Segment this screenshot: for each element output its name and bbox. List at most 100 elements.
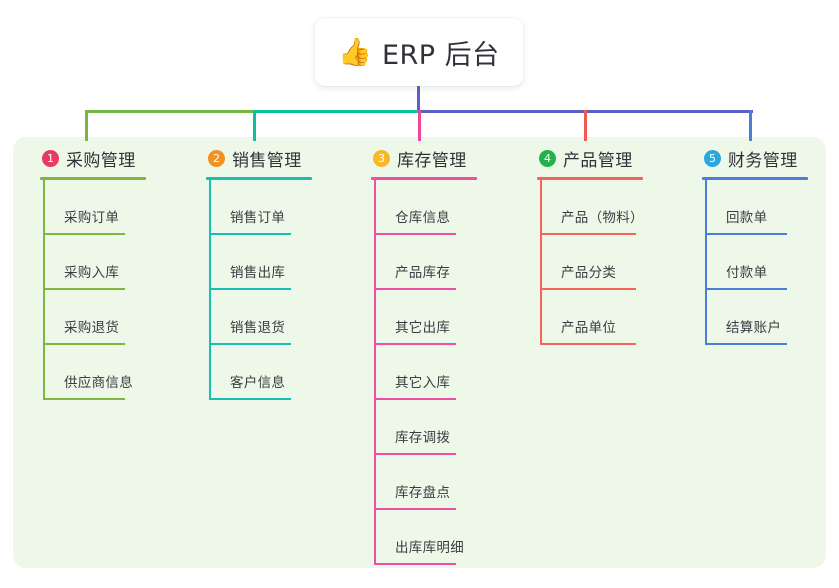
branch-rail [705, 180, 707, 345]
branch-title: 销售管理 [232, 150, 302, 171]
branch-item-underline [705, 288, 787, 290]
branch-item-underline [705, 343, 787, 345]
branch-item-label: 销售退货 [230, 320, 286, 336]
branch-item[interactable]: 采购入库 [40, 235, 146, 290]
branch-item-underline [209, 288, 291, 290]
branch-item-label: 其它出库 [395, 320, 451, 336]
connector-bar-segment-1 [85, 110, 256, 113]
branch-item-label: 产品分类 [561, 265, 617, 281]
branch-item[interactable]: 出库库明细 [371, 510, 477, 565]
branch-item-underline [374, 563, 456, 565]
branch-item[interactable]: 付款单 [702, 235, 808, 290]
branch-number-badge: 5 [704, 149, 721, 167]
branch-underline [537, 177, 643, 180]
connector-drop-5 [749, 110, 752, 141]
branch-underline [371, 177, 477, 180]
branch-item-label: 仓库信息 [395, 210, 451, 226]
branch-item-label: 销售订单 [230, 210, 286, 226]
branch-item-label: 出库库明细 [395, 540, 464, 556]
branch-item[interactable]: 库存调拨 [371, 400, 477, 455]
branch-item-underline [374, 453, 456, 455]
branch-item-label: 客户信息 [230, 375, 286, 391]
branch-item-label: 产品库存 [395, 265, 451, 281]
thumbs-up-icon: 👍 [338, 36, 372, 68]
branch-item-list: 回款单付款单结算账户 [702, 180, 808, 345]
branch-item-label: 其它入库 [395, 375, 451, 391]
connector-drop-3 [418, 110, 421, 141]
connector-drop-2 [253, 110, 256, 141]
branch-underline [40, 177, 146, 180]
branch-column-2: 2 销售管理销售订单销售出库销售退货客户信息 [206, 146, 312, 400]
root-node-title: ERP 后台 [381, 39, 500, 71]
branch-item-label: 采购订单 [64, 210, 120, 226]
branch-item[interactable]: 客户信息 [206, 345, 312, 400]
branch-item-underline [209, 343, 291, 345]
branch-item-label: 库存调拨 [395, 430, 451, 446]
branch-item[interactable]: 采购退货 [40, 290, 146, 345]
branch-item-label: 回款单 [726, 210, 768, 226]
branch-underline [206, 177, 312, 180]
branch-item-label: 产品单位 [561, 320, 617, 336]
connector-drop-1 [85, 110, 88, 141]
connector-bar-segment-2 [253, 110, 421, 113]
branch-item-label: 产品（物料） [561, 210, 644, 226]
branch-item-underline [374, 288, 456, 290]
branch-item-underline [540, 288, 636, 290]
branch-rail [209, 180, 211, 400]
branch-header-5[interactable]: 5 财务管理 [702, 146, 808, 171]
branch-item-label: 采购退货 [64, 320, 120, 336]
branch-item-list: 销售订单销售出库销售退货客户信息 [206, 180, 312, 400]
branch-rail [43, 180, 45, 400]
branch-header-3[interactable]: 3 库存管理 [371, 146, 477, 171]
branch-item[interactable]: 其它出库 [371, 290, 477, 345]
branch-number-badge: 2 [208, 149, 225, 167]
branch-item-underline [374, 233, 456, 235]
root-node[interactable]: 👍 ERP 后台 [315, 18, 523, 86]
branch-header-2[interactable]: 2 销售管理 [206, 146, 312, 171]
branch-item[interactable]: 销售退货 [206, 290, 312, 345]
branch-item[interactable]: 产品单位 [537, 290, 643, 345]
branch-item[interactable]: 产品分类 [537, 235, 643, 290]
branch-item[interactable]: 仓库信息 [371, 180, 477, 235]
branch-title: 财务管理 [728, 150, 798, 171]
diagram-panel [13, 137, 826, 568]
branch-item-underline [705, 233, 787, 235]
branch-number-badge: 1 [42, 149, 59, 167]
branch-title: 产品管理 [563, 150, 633, 171]
branch-underline [702, 177, 808, 180]
branch-column-5: 5 财务管理回款单付款单结算账户 [702, 146, 808, 345]
branch-title: 库存管理 [397, 150, 467, 171]
branch-item-underline [43, 233, 125, 235]
branch-item-list: 采购订单采购入库采购退货供应商信息 [40, 180, 146, 400]
branch-item-underline [374, 508, 456, 510]
branch-item-list: 仓库信息产品库存其它出库其它入库库存调拨库存盘点出库库明细 [371, 180, 477, 565]
branch-item[interactable]: 销售订单 [206, 180, 312, 235]
branch-item[interactable]: 采购订单 [40, 180, 146, 235]
branch-item-underline [374, 398, 456, 400]
branch-rail [374, 180, 376, 565]
branch-item[interactable]: 其它入库 [371, 345, 477, 400]
branch-item-underline [209, 398, 291, 400]
branch-number-badge: 3 [373, 149, 390, 167]
branch-item[interactable]: 回款单 [702, 180, 808, 235]
branch-item[interactable]: 产品（物料） [537, 180, 644, 235]
branch-item-underline [43, 343, 125, 345]
branch-item-label: 结算账户 [726, 320, 782, 336]
branch-item[interactable]: 供应商信息 [40, 345, 146, 400]
branch-item[interactable]: 产品库存 [371, 235, 477, 290]
branch-item-underline [540, 233, 636, 235]
branch-item-list: 产品（物料） 产品分类产品单位 [537, 180, 644, 345]
branch-item[interactable]: 销售出库 [206, 235, 312, 290]
branch-item-underline [43, 288, 125, 290]
branch-item-underline [209, 233, 291, 235]
branch-item-label: 供应商信息 [64, 375, 133, 391]
branch-item-underline [540, 343, 636, 345]
branch-item-underline [374, 343, 456, 345]
branch-item[interactable]: 结算账户 [702, 290, 808, 345]
branch-item[interactable]: 库存盘点 [371, 455, 477, 510]
branch-item-label: 采购入库 [64, 265, 120, 281]
